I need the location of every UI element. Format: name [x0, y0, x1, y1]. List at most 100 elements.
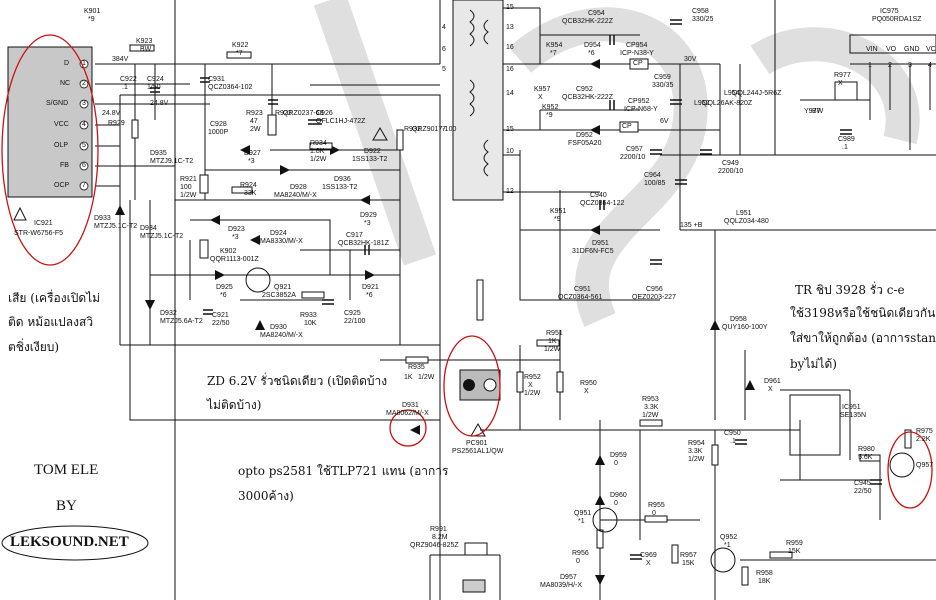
label-ic951v: SE135N [840, 412, 867, 419]
label-c959: C959 [654, 74, 671, 81]
label-d927v: *3 [248, 158, 255, 165]
t-pin-15b: 15 [506, 126, 514, 133]
label-cp954v: ICP-N38-Y [620, 50, 654, 57]
label-y977: Y977 [804, 108, 821, 115]
label-cp-b: CP [622, 123, 632, 130]
pin-num-2: 2 [82, 80, 86, 87]
label-c931: C931 [208, 76, 225, 83]
label-d961: D961 [764, 378, 781, 385]
ic975-num-3: 3 [908, 62, 912, 69]
label-r953v: 3.3K [644, 404, 659, 411]
label-c964: C964 [644, 172, 661, 179]
label-k923: K923 [136, 38, 153, 45]
label-c949: C949 [722, 160, 739, 167]
label-c917v: QCB32HK-181Z [338, 240, 389, 247]
label-c922: C922 [120, 76, 137, 83]
label-q921v: 2SC3852A [262, 292, 296, 299]
label-r975: R975 [916, 428, 933, 435]
label-c950v: .1 [730, 438, 736, 445]
label-r933: R933 [300, 312, 317, 319]
label-c956v: QEZ0203-227 [632, 294, 676, 301]
ic975-num-4: 4 [928, 62, 932, 69]
label-c940: C940 [590, 192, 607, 199]
label-c969v: X [646, 560, 651, 567]
transistor-symbols [245, 267, 915, 573]
note-opto-line2: 3000ค้าง) [238, 489, 294, 503]
pin-sgnd: S/GND [46, 100, 69, 107]
label-r951: R951 [546, 330, 563, 337]
label-k951: K951 [550, 208, 567, 215]
label-r958v: 18K [758, 578, 771, 585]
t-pin-15a: 15 [506, 4, 514, 11]
label-c922v: .1 [122, 84, 128, 91]
label-c954v: QCB32HK-222Z [562, 18, 613, 25]
label-k954v: *7 [550, 50, 557, 57]
label-d959: D959 [610, 452, 627, 459]
label-q921: Q921 [274, 284, 292, 291]
label-d933v: MTZJ5.1C-T2 [94, 223, 138, 230]
note-zd-line1: ZD 6.2V รั่วชนิดเดียว (เปิดติดบ้าง [207, 374, 388, 388]
resistor-symbols [129, 44, 912, 593]
label-c917: C917 [346, 232, 363, 239]
label-r953w: 1/2W [642, 412, 659, 419]
label-r929: R929 [108, 120, 125, 127]
label-c949v: 2200/10 [718, 168, 744, 175]
pin-num-6: 6 [82, 162, 86, 169]
label-d924v: MA8330/M/-X [260, 238, 303, 245]
label-q957: Q957 [916, 462, 934, 469]
label-r932v: QRZ9017-100 [412, 126, 457, 133]
label-c945v: 22/50 [854, 488, 872, 495]
label-d958v: QUY160-100Y [722, 324, 768, 331]
ic975-num-2: 2 [888, 62, 892, 69]
label-r991v: 8.2M [432, 534, 448, 541]
label-r956: R956 [572, 550, 589, 557]
optocoupler-pc901 [459, 369, 501, 401]
t-pin-10: 10 [506, 148, 514, 155]
label-d961v: X [768, 386, 773, 393]
label-pc901: PC901 [466, 440, 488, 447]
label-k954: K954 [546, 42, 563, 49]
label-r953: R953 [642, 396, 659, 403]
note-broken-line1: เสีย (เครื่องเปิดไม่ [8, 291, 101, 305]
label-d934: D934 [140, 225, 157, 232]
ic921-part: STR-W6756-F5 [14, 230, 64, 237]
label-d952: D952 [576, 132, 593, 139]
label-r951w: 1/2W [544, 346, 561, 353]
label-d951: D951 [592, 240, 609, 247]
label-r980: R980 [858, 446, 875, 453]
label-r959: R959 [786, 540, 803, 547]
label-d959v: 0 [614, 460, 618, 467]
label-d925v: *6 [220, 292, 227, 299]
t-pin-4: 4 [442, 24, 446, 31]
label-k922v: *7 [236, 50, 243, 57]
t-pin-12: 12 [506, 188, 514, 195]
label-d952v: FSF05A20 [568, 140, 602, 147]
label-r955v: 0 [652, 510, 656, 517]
label-r957v: 15K [682, 560, 695, 567]
pin-num-1: 1 [82, 60, 86, 67]
label-r921v: 100 [180, 184, 192, 191]
label-l954: L954 [724, 90, 740, 97]
label-r950v: X [584, 388, 589, 395]
label-c954: C954 [588, 10, 605, 17]
label-d934v: MTZJ5.1C-T2 [140, 233, 184, 240]
pin-num-7: 7 [82, 182, 86, 189]
label-r958: R958 [756, 570, 773, 577]
note-zd-line2: ไม่ติดบ้าง) [207, 398, 262, 412]
label-c964v: 100/85 [644, 180, 666, 187]
label-c928: C928 [210, 121, 227, 128]
pin-num-5: 5 [82, 142, 86, 149]
label-135b: 135 +B [680, 222, 703, 229]
label-c958: C958 [692, 8, 709, 15]
label-d930: D930 [270, 324, 287, 331]
label-c926: C926 [316, 110, 333, 117]
label-r977v: X [838, 80, 843, 87]
label-r922: R922 [275, 110, 292, 117]
label-r924v: 33K [244, 190, 257, 197]
pin-vcc: VCC [54, 121, 69, 128]
t-pin-13: 13 [506, 24, 514, 31]
label-k951v: *9 [554, 216, 561, 223]
t-pin-5: 5 [442, 66, 446, 73]
